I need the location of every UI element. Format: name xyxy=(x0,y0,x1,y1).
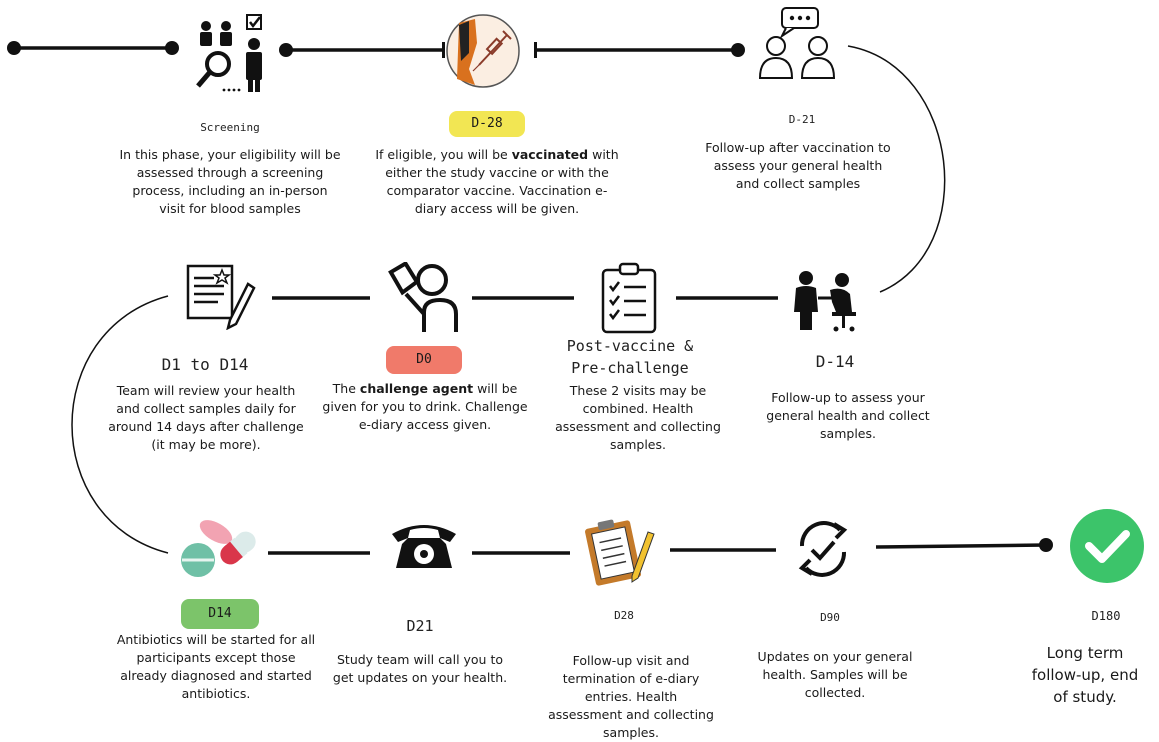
stage-label-d21: D21 xyxy=(406,617,434,635)
stage-desc-d1-to-d14: Team will review your health and collect… xyxy=(108,383,304,452)
stage-desc-d14: Antibiotics will be started for all part… xyxy=(116,632,316,701)
stage-badge-d-28: D-28 xyxy=(449,111,525,137)
vaccine-syringe-icon xyxy=(446,14,520,88)
stage-label-d90: D90 xyxy=(820,611,840,624)
clipboard-checklist-icon xyxy=(601,262,657,334)
stage-desc-d28: Follow-up visit and termination of e-dia… xyxy=(548,653,714,740)
stage-label-d-14: D-14 xyxy=(815,352,855,371)
stage-label-post-vaccine-pre-challenge: Post-vaccine & Pre-challenge xyxy=(566,337,694,377)
stage-desc-d21: Study team will call you to get updates … xyxy=(332,652,508,685)
start-node xyxy=(7,41,21,55)
stage-desc-d0: The challenge agent will be given for yo… xyxy=(322,381,528,432)
stage-desc-d180: Long term follow-up, end of study. xyxy=(1031,644,1139,706)
person-drinking-icon xyxy=(388,262,458,332)
stage-desc-post-vaccine-pre-challenge: These 2 visits may be combined. Health a… xyxy=(555,383,721,452)
document-review-icon xyxy=(186,264,256,330)
conversation-people-icon xyxy=(758,7,836,79)
stage-label-screening: Screening xyxy=(200,121,260,134)
stage-badge-d0: D0 xyxy=(386,346,462,374)
stage-desc-d-14: Follow-up to assess your general health … xyxy=(766,390,930,441)
doctor-patient-icon xyxy=(794,271,856,332)
stage-desc-screening: In this phase, your eligibility will be … xyxy=(119,147,341,216)
screening-people-icon xyxy=(196,14,262,92)
stage-label-d-21: D-21 xyxy=(788,113,816,126)
stage-label-d1-to-d14: D1 to D14 xyxy=(161,355,249,374)
stage-label-d0: D0 xyxy=(416,352,432,367)
stage-label-d-28: D-28 xyxy=(471,116,503,131)
stage-desc-d-28: If eligible, you will be vaccinated with… xyxy=(375,147,619,216)
telephone-icon xyxy=(392,525,456,568)
stage-desc-d90: Updates on your general health. Samples … xyxy=(757,649,913,700)
checkmark-circle-icon xyxy=(1070,509,1144,583)
pills-capsules-icon xyxy=(181,520,256,577)
stage-label-d14: D14 xyxy=(208,606,232,621)
stage-badge-d14: D14 xyxy=(181,599,259,629)
stage-desc-d-21: Follow-up after vaccination to assess yo… xyxy=(705,140,891,191)
stage-label-d180: D180 xyxy=(1091,609,1121,623)
refresh-check-icon xyxy=(798,521,848,577)
stage-label-d28: D28 xyxy=(614,609,634,622)
clipboard-pencil-icon xyxy=(585,519,655,586)
